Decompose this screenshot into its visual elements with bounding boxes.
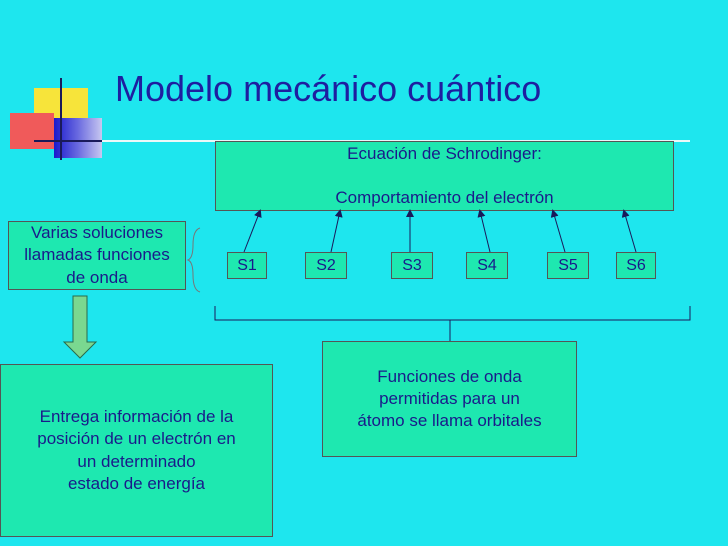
equation-box: Ecuación de Schrodinger: Comportamiento … [215,141,674,211]
down-arrow [62,295,98,359]
curly-brace [186,227,201,293]
information-box: Entrega información de la posición de un… [0,364,273,537]
arrow-s1 [243,209,262,253]
solution-box-s1: S1 [227,252,267,279]
logo-blue-square [54,118,102,158]
logo-horizontal-line [34,140,102,142]
solution-box-s6: S6 [616,252,656,279]
information-text: Entrega información de la posición de un… [37,407,236,493]
solution-box-s2: S2 [305,252,347,279]
solution-box-s3: S3 [391,252,433,279]
solution-label: S3 [402,256,422,274]
equation-box-line2: Comportamiento del electrón [335,188,554,208]
solution-label: S6 [626,256,646,274]
equation-box-line1: Ecuación de Schrodinger: [347,143,542,163]
orbitals-box: Funciones de onda permitidas para un áto… [322,341,577,457]
multiple-solutions-text: Varias soluciones llamadas funciones de … [24,223,170,287]
solution-label: S5 [558,256,578,274]
arrow-s4 [477,209,491,253]
solution-label: S2 [316,256,336,274]
logo-vertical-line [60,78,62,160]
logo-red-square [10,113,54,149]
solution-label: S4 [477,256,497,274]
solution-box-s4: S4 [466,252,508,279]
arrow-s2 [330,209,343,253]
arrow-s5 [550,209,566,253]
solutions-bracket [214,306,691,321]
orbitals-text: Funciones de onda permitidas para un áto… [357,366,542,431]
arrow-s6 [621,209,637,253]
multiple-solutions-box: Varias soluciones llamadas funciones de … [8,221,186,290]
page-title: Modelo mecánico cuántico [115,68,542,109]
solution-label: S1 [237,256,257,274]
solution-box-s5: S5 [547,252,589,279]
